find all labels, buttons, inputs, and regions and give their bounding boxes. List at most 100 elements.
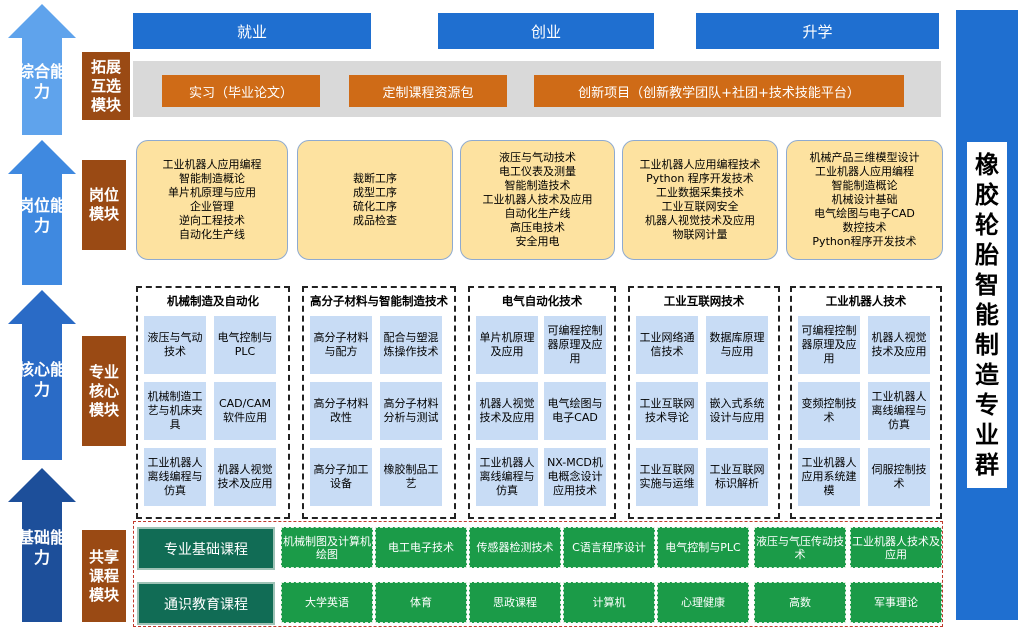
core-course-cell: 可编程控制器原理及应用 <box>798 316 860 374</box>
core-course-cell: 电气控制与PLC <box>214 316 276 374</box>
job-card-1-line: 单片机原理与应用 <box>168 186 256 199</box>
top-bar-startup: 创业 <box>438 13 654 49</box>
job-card-2-line: 硫化工序 <box>353 200 397 213</box>
job-card-5-line: 机械设计基础 <box>831 193 898 206</box>
core-course-cell: 机器人视觉技术及应用 <box>214 448 276 506</box>
shared-course-cell: 体育 <box>375 582 467 623</box>
shared-course-cell: 机械制图及计算机绘图 <box>281 527 373 568</box>
module-label-job-text: 岗位模块 <box>88 186 119 223</box>
module-label-shared-text: 共享课程模块 <box>88 547 119 604</box>
job-card-5-line: Python程序开发技术 <box>812 235 917 248</box>
shared-course-cell: 计算机 <box>563 582 655 623</box>
core-course-cell: 工业互联网技术导论 <box>636 382 698 440</box>
shared-courses-frame <box>133 521 943 627</box>
shared-course-cell: 大学英语 <box>281 582 373 623</box>
core-course-cell: 单片机原理及应用 <box>476 316 538 374</box>
core-course-cell: 嵌入式系统设计与应用 <box>706 382 768 440</box>
core-course-cell: 高分子材料改性 <box>310 382 372 440</box>
job-card-3-line: 智能制造技术 <box>504 179 571 192</box>
job-card-3-line: 高压电技术 <box>510 221 565 234</box>
core-course-cell: 高分子加工设备 <box>310 448 372 506</box>
job-card-1-line: 企业管理 <box>190 200 234 213</box>
job-card-5-line: 电气绘图与电子CAD <box>814 207 915 220</box>
ability-label-1: 综合能力 <box>17 62 66 101</box>
shared-course-cell: C语言程序设计 <box>563 527 655 568</box>
job-card-3-line: 自动化生产线 <box>504 207 571 220</box>
job-card-2-line: 裁断工序 <box>353 172 397 185</box>
core-course-cell: 机器人视觉技术及应用 <box>868 316 930 374</box>
ability-arrow-4 <box>8 468 76 622</box>
job-card-3: 液压与气动技术 电工仪表及测量 智能制造技术 工业机器人技术及应用 自动化生产线… <box>460 140 615 260</box>
module-label-core: 专业核心模块 <box>82 336 126 446</box>
module-label-shared: 共享课程模块 <box>82 530 126 622</box>
core-course-cell: 数据库原理与应用 <box>706 316 768 374</box>
job-card-4: 工业机器人应用编程技术 Python 程序开发技术 工业数据采集技术 工业互联网… <box>622 140 778 260</box>
core-course-cell: 工业机器人离线编程与仿真 <box>868 382 930 440</box>
core-group-title: 工业互联网技术 <box>663 294 745 308</box>
core-course-cell: 工业网络通信技术 <box>636 316 698 374</box>
shared-course-cell: 军事理论 <box>850 582 942 623</box>
job-card-4-line: 物联网计量 <box>672 228 728 241</box>
shared-course-cell: 电气控制与PLC <box>657 527 749 568</box>
job-card-5: 机械产品三维模型设计 工业机器人应用编程 智能制造概论 机械设计基础 电气绘图与… <box>786 140 943 260</box>
expand-item-internship: 实习（毕业论文） <box>162 75 320 107</box>
core-group-title: 高分子材料与智能制造技术 <box>310 294 448 308</box>
core-course-cell: 伺服控制技术 <box>868 448 930 506</box>
core-course-cell: NX-MCD机电概念设计应用技术 <box>544 448 606 506</box>
core-course-cell: 橡胶制品工艺 <box>380 448 442 506</box>
job-card-4-line: 工业机器人应用编程技术 <box>639 158 761 171</box>
professional-group-title: 橡胶轮胎智能制造专业群 <box>967 142 1007 488</box>
job-card-3-line: 液压与气动技术 <box>499 151 576 164</box>
expand-item-innovation: 创新项目（创新教学团队+社团+技术技能平台） <box>534 75 904 107</box>
core-group-polymer: 高分子材料与智能制造技术 高分子材料与配方 配合与塑混炼操作技术 高分子材料改性… <box>302 286 456 519</box>
professional-group-title-panel: 橡胶轮胎智能制造专业群 <box>956 10 1018 620</box>
core-course-cell: 变频控制技术 <box>798 382 860 440</box>
core-group-robot: 工业机器人技术 可编程控制器原理及应用 机器人视觉技术及应用 变频控制技术 工业… <box>790 286 942 519</box>
core-course-cell: 机械制造工艺与机床夹具 <box>144 382 206 440</box>
core-group-internet: 工业互联网技术 工业网络通信技术 数据库原理与应用 工业互联网技术导论 嵌入式系… <box>628 286 780 519</box>
job-card-4-line: 机器人视觉技术及应用 <box>645 214 755 227</box>
shared-label-professional-basics: 专业基础课程 <box>137 527 275 570</box>
job-card-3-line: 电工仪表及测量 <box>499 165 576 178</box>
job-card-2-line: 成型工序 <box>353 186 397 199</box>
shared-label-general-education: 通识教育课程 <box>137 582 275 625</box>
core-course-cell: CAD/CAM软件应用 <box>214 382 276 440</box>
core-course-cell: 电气绘图与电子CAD <box>544 382 606 440</box>
core-course-cell: 高分子材料分析与测试 <box>380 382 442 440</box>
module-label-expand-text: 拓展互选模块 <box>90 57 121 114</box>
job-card-2: 裁断工序 成型工序 硫化工序 成品检查 <box>297 140 453 260</box>
ability-arrow-2 <box>8 140 76 285</box>
core-course-cell: 工业机器人离线编程与仿真 <box>144 448 206 506</box>
job-card-1-line: 智能制造概论 <box>179 172 245 185</box>
shared-course-cell: 电工电子技术 <box>375 527 467 568</box>
top-bar-employment: 就业 <box>133 13 371 49</box>
ability-arrow-3 <box>8 290 76 460</box>
shared-course-cell: 液压与气压传动技术 <box>754 527 846 568</box>
job-card-5-line: 工业机器人应用编程 <box>815 165 914 178</box>
core-course-cell: 工业互联网标识解析 <box>706 448 768 506</box>
core-course-cell: 工业机器人离线编程与仿真 <box>476 448 538 506</box>
job-card-2-line: 成品检查 <box>353 214 397 227</box>
job-card-4-line: 工业数据采集技术 <box>656 186 744 199</box>
job-card-1-line: 工业机器人应用编程 <box>162 158 262 171</box>
core-course-cell: 高分子材料与配方 <box>310 316 372 374</box>
module-label-expand: 拓展互选模块 <box>82 52 130 120</box>
expand-item-course-pack: 定制课程资源包 <box>349 75 507 107</box>
core-group-title: 工业机器人技术 <box>825 294 907 308</box>
core-course-cell: 工业互联网实施与运维 <box>636 448 698 506</box>
top-bar-further-study: 升学 <box>696 13 939 49</box>
shared-course-cell: 工业机器人技术及应用 <box>850 527 942 568</box>
core-course-cell: 可编程控制器原理及应用 <box>544 316 606 374</box>
job-card-1-line: 逆向工程技术 <box>179 214 245 227</box>
job-card-1: 工业机器人应用编程 智能制造概论 单片机原理与应用 企业管理 逆向工程技术 自动… <box>136 140 288 260</box>
ability-label-3: 核心能力 <box>17 360 66 399</box>
shared-course-cell: 心理健康 <box>657 582 749 623</box>
job-card-1-line: 自动化生产线 <box>179 228 245 241</box>
core-course-cell: 机器人视觉技术及应用 <box>476 382 538 440</box>
module-label-job: 岗位模块 <box>82 160 126 250</box>
job-card-3-line: 安全用电 <box>515 235 560 248</box>
job-card-5-line: 智能制造概论 <box>831 179 898 192</box>
shared-course-cell: 高数 <box>754 582 846 623</box>
job-card-5-line: 数控技术 <box>842 221 887 234</box>
ability-label-4: 基础能力 <box>17 528 66 567</box>
